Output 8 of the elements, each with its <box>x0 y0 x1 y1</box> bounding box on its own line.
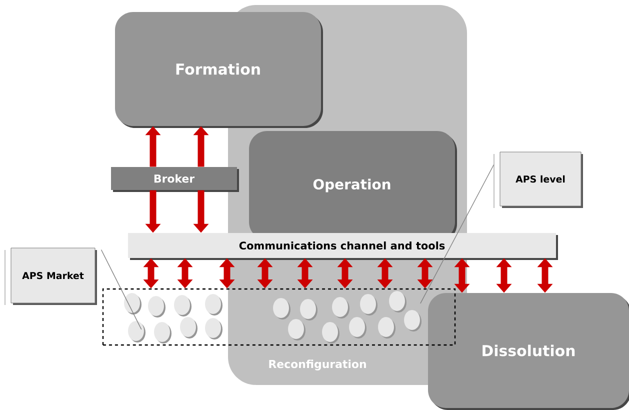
stage-box: Communications channel and tools <box>128 233 558 260</box>
leader-line <box>100 249 142 330</box>
stage-box: Broker <box>111 167 239 192</box>
dashed-frame <box>102 288 456 346</box>
callout-box: APS level <box>494 152 583 208</box>
stage-box: Formation <box>115 12 323 128</box>
stage-box: Dissolution <box>428 293 629 410</box>
callout-box: APS Market <box>4 248 97 306</box>
